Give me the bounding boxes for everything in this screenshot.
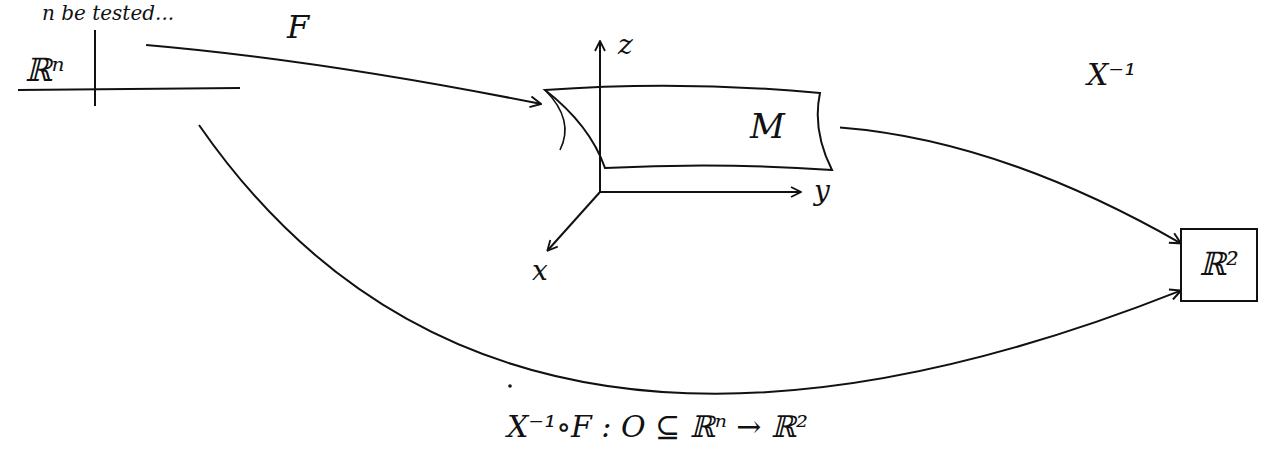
- dot: [508, 384, 512, 388]
- axis-label: x: [530, 256, 550, 287]
- axis-label: y: [812, 176, 832, 207]
- map-label: X⁻¹: [1085, 58, 1138, 91]
- target-box: ℝ²: [1180, 228, 1258, 302]
- map-arrow: [840, 128, 1180, 243]
- space-node: ℝⁿ: [15, 45, 245, 125]
- space-label: M: [750, 108, 785, 145]
- surface: [545, 86, 832, 170]
- space-label: ℝ²: [1199, 247, 1238, 282]
- space-node: M: [540, 80, 840, 175]
- map-label: X⁻¹∘F : O ⊆ ℝⁿ → ℝ²: [505, 410, 810, 443]
- axis-line: [94, 30, 96, 106]
- map-label: F: [285, 10, 311, 45]
- axis-label: z: [616, 30, 635, 61]
- axis-line: [548, 192, 600, 250]
- surface-fold: [545, 90, 565, 150]
- axis-line: [18, 88, 240, 90]
- note-text: n be tested...: [40, 2, 176, 24]
- map-arrow: [199, 125, 1180, 394]
- map-arrow: [146, 45, 540, 104]
- space-label: ℝⁿ: [25, 53, 65, 88]
- axis-line: [599, 42, 601, 192]
- axis-line: [600, 191, 800, 193]
